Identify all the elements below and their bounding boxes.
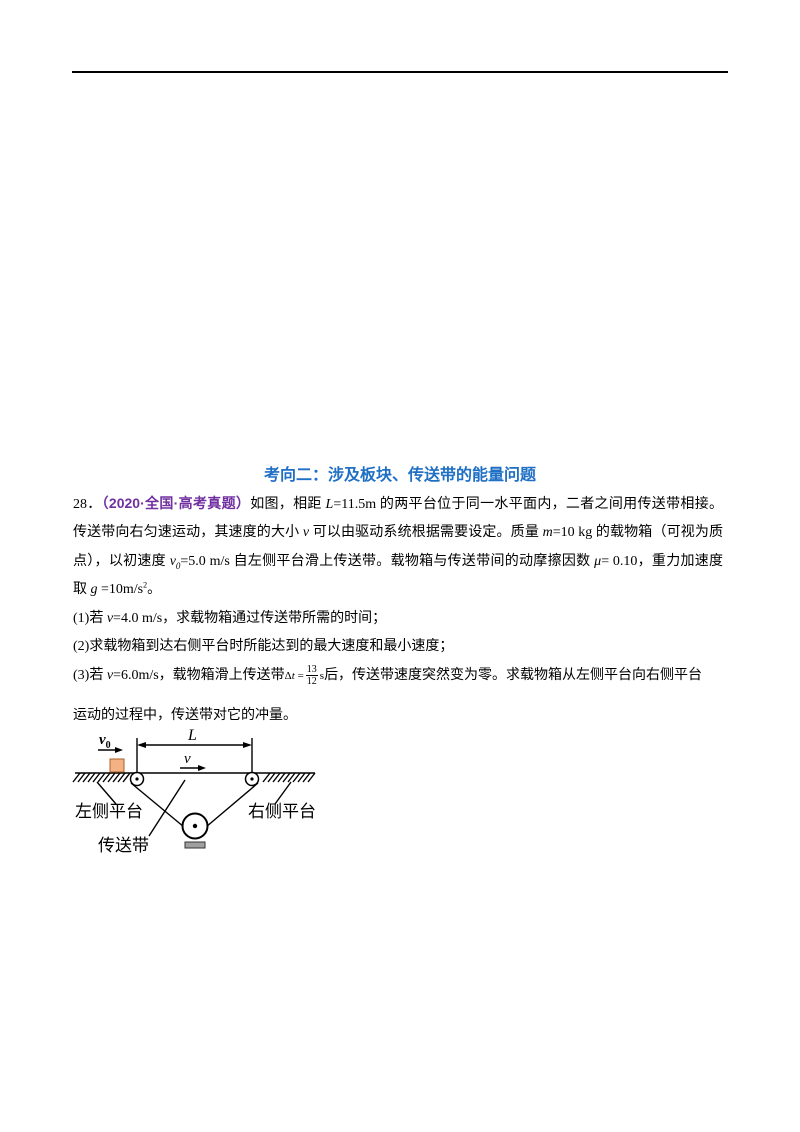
equals-sign: = [294, 670, 304, 682]
left-platform-leader [96, 781, 117, 805]
belt-leader [148, 779, 186, 837]
length-label: L [188, 727, 197, 744]
problem-number: 28． [73, 497, 102, 512]
fraction-denominator: 12 [306, 676, 317, 688]
problem-line-2: 传送带向右匀速运动，其速度的大小 v 可以由驱动系统根据需要设定。质量 m=10… [73, 523, 723, 543]
section-title: 考向二：涉及板块、传送带的能量问题 [263, 465, 536, 484]
dimension-arrow-right [243, 742, 252, 748]
text-segment: =11.5m 的两平台位于同一水平面内，二者之间用传送带相接。 [333, 497, 724, 512]
drive-pulley-axle [192, 823, 198, 829]
text-segment: =10 kg 的载物箱（可视为质 [552, 525, 724, 540]
exponent-2: 2 [143, 580, 148, 590]
problem-source: （2020·全国·高考真题） [101, 495, 251, 511]
text-segment: (2)求载物箱到达右侧平台时所能达到的最大速度和最小速度； [73, 639, 454, 654]
question-3-continued: 运动的过程中，传送带对它的冲量。 [73, 708, 297, 723]
v0-label-var: v [99, 732, 106, 748]
problem-line-4: 取 g =10m/s2。 [73, 580, 161, 600]
text-segment: 可以由驱动系统根据需要设定。质量 [309, 525, 543, 540]
conveyor-belt-label: 传送带 [98, 836, 149, 855]
variable-v0-subscript: 0 [175, 560, 181, 571]
drive-pulley-base [184, 841, 206, 849]
v0-label: v0 [99, 732, 111, 751]
belt-left-segment [130, 782, 185, 828]
fraction-numerator: 13 [305, 664, 318, 677]
variable-mu: μ [594, 554, 602, 569]
text-segment: = 0.10，重力加速度 [601, 554, 724, 569]
delta-symbol: Δ [284, 670, 292, 682]
variable-t: t [291, 670, 295, 682]
conveyor-diagram [72, 738, 316, 849]
variable-v: v [106, 611, 114, 626]
text-segment: (3)若 [73, 668, 107, 683]
right-platform-hatching [262, 772, 316, 783]
right-pulley-axle [250, 777, 254, 781]
variable-g: g [90, 582, 98, 597]
text-segment: 传送带向右匀速运动，其速度的大小 [73, 525, 303, 540]
text-segment: 。 [147, 582, 162, 597]
text-segment: =6.0m/s，载物箱滑上传送带 [113, 668, 285, 683]
left-pulley-axle [135, 777, 139, 781]
v0-label-subscript: 0 [105, 740, 111, 751]
left-platform-hatching [72, 772, 131, 783]
text-segment: =5.0 m/s 自左侧平台滑上传送带。载物箱与传送带间的动摩擦因数 [180, 554, 595, 569]
problem-line-1: 28．（2020·全国·高考真题）如图，相距 L=11.5m 的两平台位于同一水… [73, 493, 723, 515]
text-segment: =10m/s [97, 582, 144, 597]
left-platform-label: 左侧平台 [75, 802, 143, 821]
variable-v0: v [169, 554, 176, 569]
dimension-arrow-left [137, 742, 146, 748]
text-segment: (1)若 [73, 611, 107, 626]
unit-seconds: s [319, 670, 325, 682]
header-rule [72, 71, 728, 73]
right-platform-leader [274, 781, 292, 805]
v0-arrow-head [115, 747, 123, 753]
text-segment: 如图，相距 [250, 497, 326, 512]
belt-right-segment [205, 782, 259, 828]
variable-L: L [325, 497, 334, 512]
problem-line-3: 点），以初速度 v0=5.0 m/s 自左侧平台滑上传送带。载物箱与传送带间的动… [73, 552, 723, 572]
text-segment: 点），以初速度 [73, 554, 170, 569]
question-2: (2)求载物箱到达右侧平台时所能达到的最大速度和最小速度； [73, 637, 453, 657]
right-platform-label: 右侧平台 [248, 802, 316, 821]
v-arrow-head [198, 765, 206, 771]
text-segment: 后，传送带速度突然变为零。求载物箱从左侧平台向右侧平台 [324, 668, 703, 683]
question-1: (1)若 v=4.0 m/s，求载物箱通过传送带所需的时间； [73, 609, 386, 629]
variable-m: m [542, 525, 553, 540]
text-segment: 取 [73, 582, 91, 597]
variable-v: v [106, 668, 114, 683]
cargo-box [109, 758, 125, 773]
belt-velocity-label: v [184, 751, 191, 767]
variable-v: v [302, 525, 310, 540]
text-segment: =4.0 m/s，求载物箱通过传送带所需的时间； [113, 611, 387, 626]
